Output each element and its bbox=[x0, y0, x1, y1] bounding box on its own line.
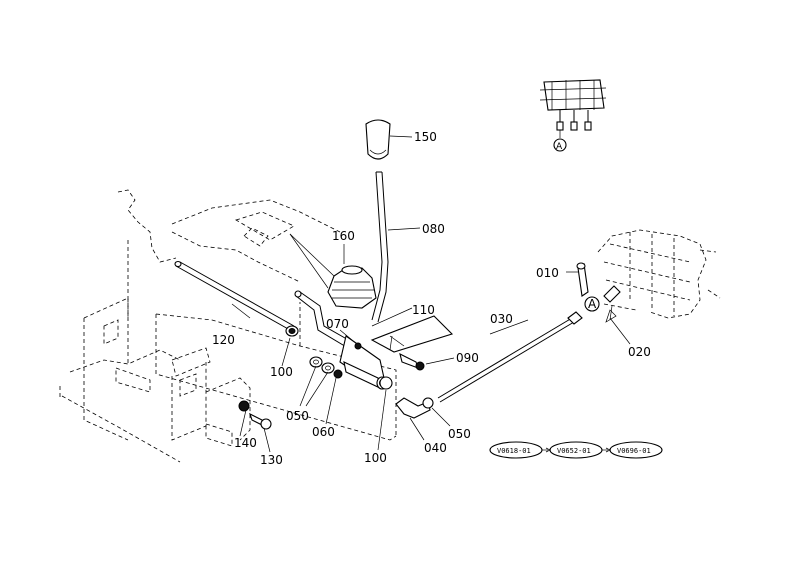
callout-010: 010 bbox=[536, 266, 559, 280]
leader-lines bbox=[231, 135, 631, 453]
inset-mark-a-label: A bbox=[556, 142, 563, 152]
callout-080: 080 bbox=[422, 222, 445, 236]
pin-020 bbox=[603, 285, 621, 323]
bushing-100-left bbox=[285, 325, 299, 337]
bolt-090 bbox=[399, 352, 425, 371]
callout-050-left: 050 bbox=[286, 409, 309, 423]
plate-110 bbox=[370, 315, 454, 353]
washers-050-060 bbox=[309, 356, 343, 379]
callout-090: 090 bbox=[456, 351, 479, 365]
callout-050-right: 050 bbox=[448, 427, 471, 441]
rod-120 bbox=[174, 260, 295, 331]
serial-ref-3: V0696-01 bbox=[617, 447, 651, 455]
nut-140 bbox=[238, 400, 250, 412]
pin-010 bbox=[576, 262, 589, 297]
callout-070: 070 bbox=[326, 317, 349, 331]
callout-140: 140 bbox=[234, 436, 257, 450]
detail-mark-a: A bbox=[584, 296, 600, 312]
callout-030: 030 bbox=[490, 312, 513, 326]
rod-030 bbox=[437, 311, 583, 403]
callout-040: 040 bbox=[424, 441, 447, 455]
callout-160: 160 bbox=[332, 229, 355, 243]
control-valve bbox=[597, 229, 721, 319]
callout-060: 060 bbox=[312, 425, 335, 439]
knob-150 bbox=[365, 119, 391, 160]
callout-150: 150 bbox=[414, 130, 437, 144]
washer-050-right bbox=[422, 397, 434, 409]
bushing-100-right bbox=[379, 376, 393, 390]
lever-bracket-070 bbox=[294, 290, 385, 385]
serial-reference-chain: V0618-01 V0652-01 V0696-01 bbox=[489, 441, 663, 459]
callout-100-left: 100 bbox=[270, 365, 293, 379]
callout-100-right: 100 bbox=[364, 451, 387, 465]
serial-ref-2: V0652-01 bbox=[557, 447, 591, 455]
detail-mark-a-label: A bbox=[588, 297, 597, 311]
bolt-130 bbox=[249, 412, 272, 430]
shift-lever-080 bbox=[371, 171, 389, 323]
callout-020: 020 bbox=[628, 345, 651, 359]
callout-120: 120 bbox=[212, 333, 235, 347]
boot-160 bbox=[289, 233, 377, 309]
serial-ref-1: V0618-01 bbox=[497, 447, 531, 455]
callout-110: 110 bbox=[412, 303, 435, 317]
callout-130: 130 bbox=[260, 453, 283, 467]
inset-valve-view: A bbox=[539, 79, 607, 152]
callout-labels: 150 080 160 110 070 090 120 100 050 060 … bbox=[212, 130, 651, 467]
frame-outline bbox=[59, 189, 397, 463]
